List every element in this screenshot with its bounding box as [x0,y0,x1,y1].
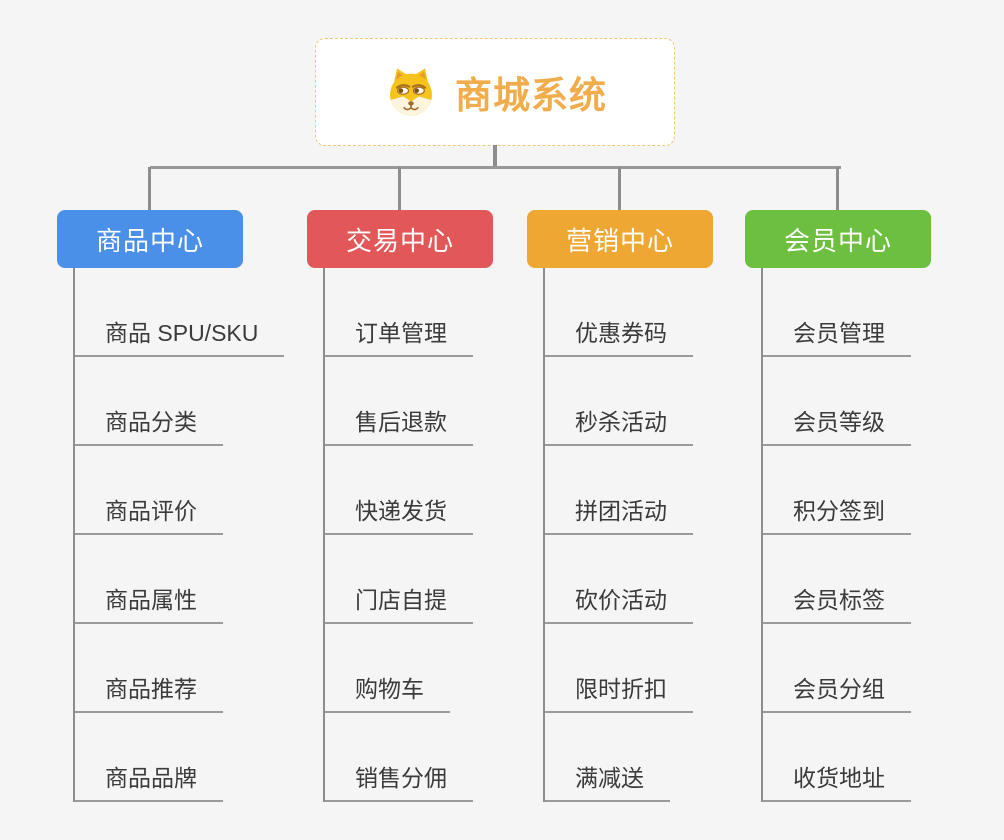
leaf-item[interactable]: 销售分佣 [325,713,473,802]
branch-item-list: 优惠券码秒杀活动拼团活动砍价活动限时折扣满减送 [543,268,713,802]
leaf-item[interactable]: 秒杀活动 [545,357,693,446]
leaf-item[interactable]: 售后退款 [325,357,473,446]
branch-label: 交易中心 [345,225,454,256]
branch-item-list: 会员管理会员等级积分签到会员标签会员分组收货地址 [761,268,931,802]
leaf-item[interactable]: 会员管理 [763,268,911,357]
leaf-item[interactable]: 会员等级 [763,357,911,446]
connector-root-stub [493,145,497,167]
branch-item-list: 订单管理售后退款快递发货门店自提购物车销售分佣 [323,268,493,802]
branch-label: 营销中心 [565,225,674,256]
leaf-item[interactable]: 商品 SPU/SKU [75,268,285,357]
branch: 交易中心 订单管理售后退款快递发货门店自提购物车销售分佣 [307,167,493,802]
branch-node[interactable]: 会员中心 [745,210,931,268]
leaf-item[interactable]: 快递发货 [325,446,473,535]
leaf-item[interactable]: 砍价活动 [545,535,693,624]
leaf-item[interactable]: 商品品牌 [75,713,223,802]
root-title: 商城系统 [455,75,607,116]
leaf-item[interactable]: 订单管理 [325,268,473,357]
branch-label: 商品中心 [95,225,204,256]
connector-branch-stub [398,167,401,210]
branch: 会员中心 会员管理会员等级积分签到会员标签会员分组收货地址 [745,167,931,802]
leaf-item[interactable]: 商品推荐 [75,624,223,713]
leaf-item[interactable]: 会员分组 [763,624,911,713]
leaf-item[interactable]: 积分签到 [763,446,911,535]
branch-label: 会员中心 [783,225,892,256]
leaf-item[interactable]: 优惠券码 [545,268,693,357]
root-node[interactable]: 商城系统 [315,38,675,146]
leaf-item[interactable]: 限时折扣 [545,624,693,713]
branch-node[interactable]: 营销中心 [527,210,713,268]
branch-node[interactable]: 交易中心 [307,210,493,268]
leaf-item[interactable]: 商品评价 [75,446,223,535]
connector-branch-stub [148,167,151,210]
leaf-item[interactable]: 商品属性 [75,535,223,624]
branch: 营销中心 优惠券码秒杀活动拼团活动砍价活动限时折扣满减送 [527,167,713,802]
leaf-item[interactable]: 会员标签 [763,535,911,624]
shiba-dog-icon [383,64,439,120]
branch-node[interactable]: 商品中心 [57,210,243,268]
connector-horizontal-line [150,166,841,169]
leaf-item[interactable]: 门店自提 [325,535,473,624]
connector-branch-stub [618,167,621,210]
leaf-item[interactable]: 拼团活动 [545,446,693,535]
leaf-item[interactable]: 收货地址 [763,713,911,802]
connector-branch-stub [836,167,839,210]
leaf-item[interactable]: 商品分类 [75,357,223,446]
leaf-item[interactable]: 满减送 [545,713,670,802]
leaf-item[interactable]: 购物车 [325,624,450,713]
